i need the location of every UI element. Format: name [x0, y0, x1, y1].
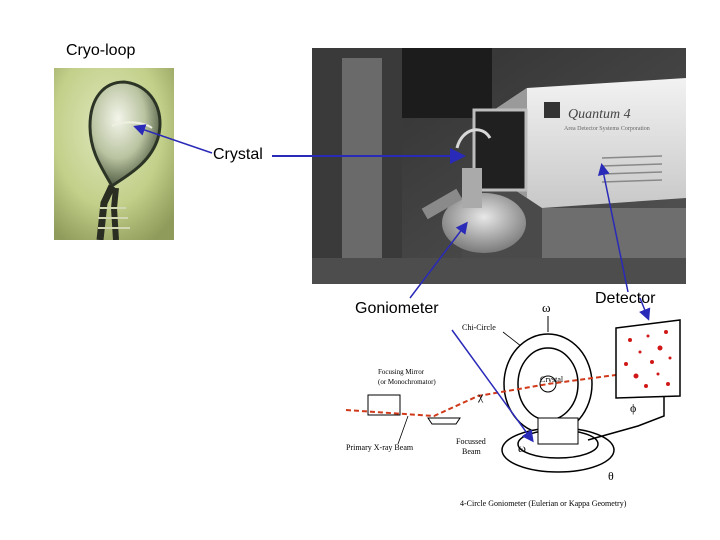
focussed-beam-label: Focussed	[456, 437, 486, 446]
detector-to-photo-arrow	[597, 163, 629, 293]
beam-label: Beam	[462, 447, 481, 456]
crystal-to-loop-arrow	[133, 124, 213, 154]
brand-text: Quantum 4	[568, 107, 631, 122]
schematic-caption: 4-Circle Goniometer (Eulerian or Kappa G…	[460, 499, 627, 508]
detector-label: Detector	[595, 290, 656, 307]
omega-top-label: ω	[542, 300, 551, 315]
crystal-label: Crystal	[213, 146, 263, 163]
brand-subtext: Area Detector Systems Corporation	[564, 126, 650, 132]
chi-symbol: χ	[477, 389, 484, 403]
chi-circle-label: Chi-Circle	[462, 323, 496, 332]
mirror-block	[367, 394, 401, 416]
xray-beam	[345, 371, 639, 418]
monochromator-label: (or Monochromator)	[378, 378, 436, 386]
detector-to-panel-arrow	[639, 297, 651, 321]
omega-bottom-symbol: ω	[518, 441, 526, 455]
phi-symbol: ϕ	[630, 401, 636, 415]
diffraction-spots	[624, 330, 672, 388]
crystal-schematic-label: Crystal	[540, 375, 564, 384]
diffractometer-photo: Quantum 4 Area Detector Systems Corporat…	[312, 48, 686, 284]
goniometer-label: Goniometer	[355, 300, 439, 317]
goniometer-schematic: ω Chi-Circle Crystal Focusing Mirror (or…	[338, 292, 690, 522]
theta-symbol: θ	[608, 469, 614, 483]
goniometer-to-schematic-arrow	[451, 329, 534, 443]
cryo-loop-label: Cryo-loop	[66, 42, 136, 59]
goniometer-to-photo-arrow	[409, 221, 468, 299]
detector-panel	[612, 318, 684, 400]
focusing-mirror-label: Focusing Mirror	[378, 368, 425, 376]
primary-beam-label: Primary X-ray Beam	[346, 443, 414, 452]
cryo-loop-photo	[54, 68, 174, 240]
